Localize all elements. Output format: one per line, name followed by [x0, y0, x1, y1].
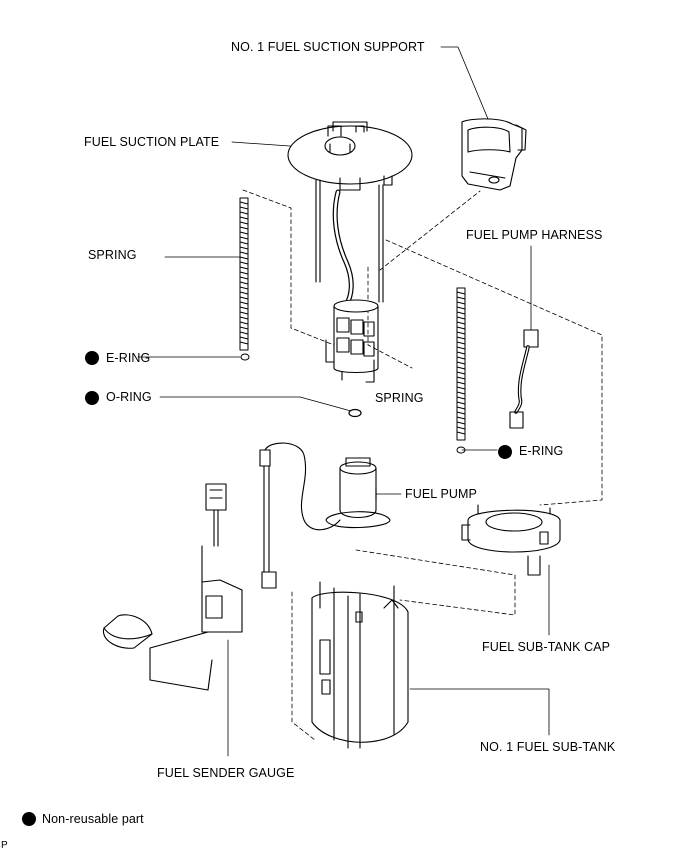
fuel-sender-gauge-part	[102, 483, 243, 691]
legend-non-reusable: Non-reusable part	[22, 812, 144, 826]
non-reusable-marker-o-ring	[85, 391, 99, 405]
label-fuel-pump-harness: FUEL PUMP HARNESS	[466, 228, 603, 242]
fuel-sub-tank-part	[311, 581, 409, 749]
label-no1-fuel-suction-support: NO. 1 FUEL SUCTION SUPPORT	[231, 40, 425, 54]
non-reusable-marker-e-ring-left	[85, 351, 99, 365]
label-fuel-sender-gauge: FUEL SENDER GAUGE	[157, 766, 295, 780]
label-o-ring: O-RING	[106, 390, 152, 404]
fuel-pump-harness-part	[509, 329, 539, 429]
label-e-ring-right: E-RING	[519, 444, 564, 458]
label-fuel-sub-tank-cap: FUEL SUB-TANK CAP	[482, 640, 611, 654]
assembly-guide-lines	[242, 189, 603, 741]
fuel-suction-support-part	[461, 118, 527, 191]
non-reusable-dot-icon	[22, 812, 36, 826]
label-spring-right: SPRING	[375, 391, 424, 405]
leader-lines	[137, 46, 550, 757]
fuel-suction-plate-part	[287, 121, 413, 383]
label-fuel-suction-plate: FUEL SUCTION PLATE	[84, 135, 220, 149]
e-ring-right-part	[456, 446, 466, 454]
o-ring-part	[348, 408, 362, 418]
corner-code: P	[1, 840, 8, 851]
legend-non-reusable-text: Non-reusable part	[42, 812, 144, 826]
e-ring-left-part	[240, 353, 250, 361]
spring-right-part	[456, 287, 466, 441]
label-no1-fuel-sub-tank: NO. 1 FUEL SUB-TANK	[480, 740, 616, 754]
non-reusable-markers	[85, 351, 512, 459]
label-e-ring-left: E-RING	[106, 351, 151, 365]
fuel-pump-part	[259, 442, 391, 589]
label-spring-left: SPRING	[88, 248, 137, 262]
label-fuel-pump: FUEL PUMP	[405, 487, 477, 501]
fuel-sub-tank-cap-part	[461, 504, 561, 576]
non-reusable-marker-e-ring-right	[498, 445, 512, 459]
spring-left-part	[239, 197, 249, 351]
